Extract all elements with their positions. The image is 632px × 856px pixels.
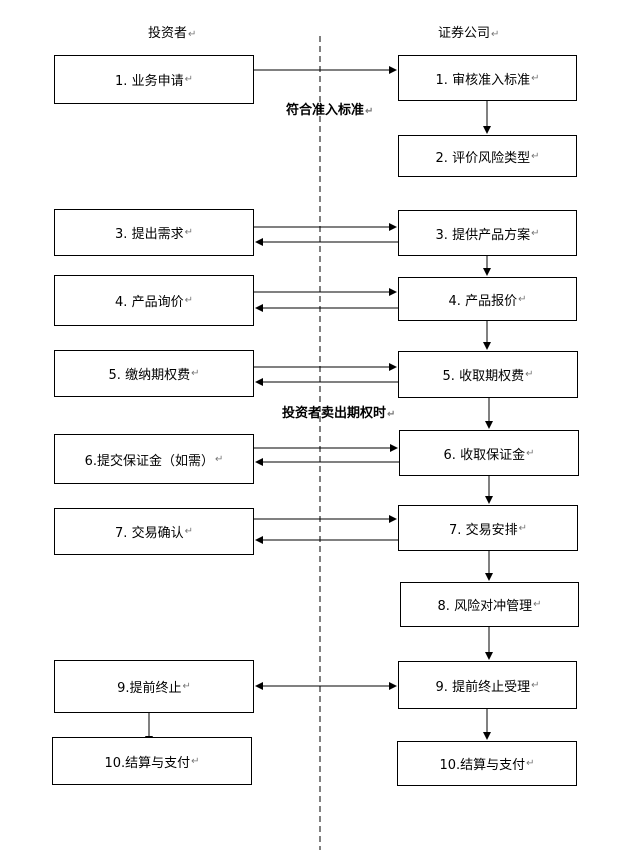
broker-step-arrange: 7. 交易安排↵ — [398, 505, 578, 551]
broker-step-settlement: 10.结算与支付↵ — [397, 741, 577, 786]
investor-step-confirm: 7. 交易确认↵ — [54, 508, 254, 555]
broker-step-collect-margin: 6. 收取保证金↵ — [399, 430, 579, 476]
broker-step-risk-type: 2. 评价风险类型↵ — [398, 135, 577, 177]
condition-note-sell-option: 投资者卖出期权时↵ — [282, 406, 396, 421]
investor-step-pay-premium: 5. 缴纳期权费↵ — [54, 350, 254, 397]
investor-step-settlement: 10.结算与支付↵ — [52, 737, 252, 785]
investor-step-early-termination: 9.提前终止↵ — [54, 660, 254, 713]
investor-step-demand: 3. 提出需求↵ — [54, 209, 254, 256]
condition-note-eligible: 符合准入标准↵ — [286, 103, 374, 118]
investor-step-submit-margin: 6.提交保证金（如需）↵ — [54, 434, 254, 484]
broker-step-termination-accept: 9. 提前终止受理↵ — [398, 661, 577, 709]
broker-step-collect-premium: 5. 收取期权费↵ — [398, 351, 578, 398]
investor-step-inquiry: 4. 产品询价↵ — [54, 275, 254, 326]
investor-step-apply: 1. 业务申请↵ — [54, 55, 254, 104]
broker-step-quote: 4. 产品报价↵ — [398, 277, 577, 321]
investor-column-header: 投资者↵ — [148, 26, 197, 41]
broker-column-header: 证券公司↵ — [438, 26, 500, 41]
broker-step-review: 1. 审核准入标准↵ — [398, 55, 577, 101]
broker-step-plan: 3. 提供产品方案↵ — [398, 210, 577, 256]
broker-step-hedging: 8. 风险对冲管理↵ — [400, 582, 579, 627]
